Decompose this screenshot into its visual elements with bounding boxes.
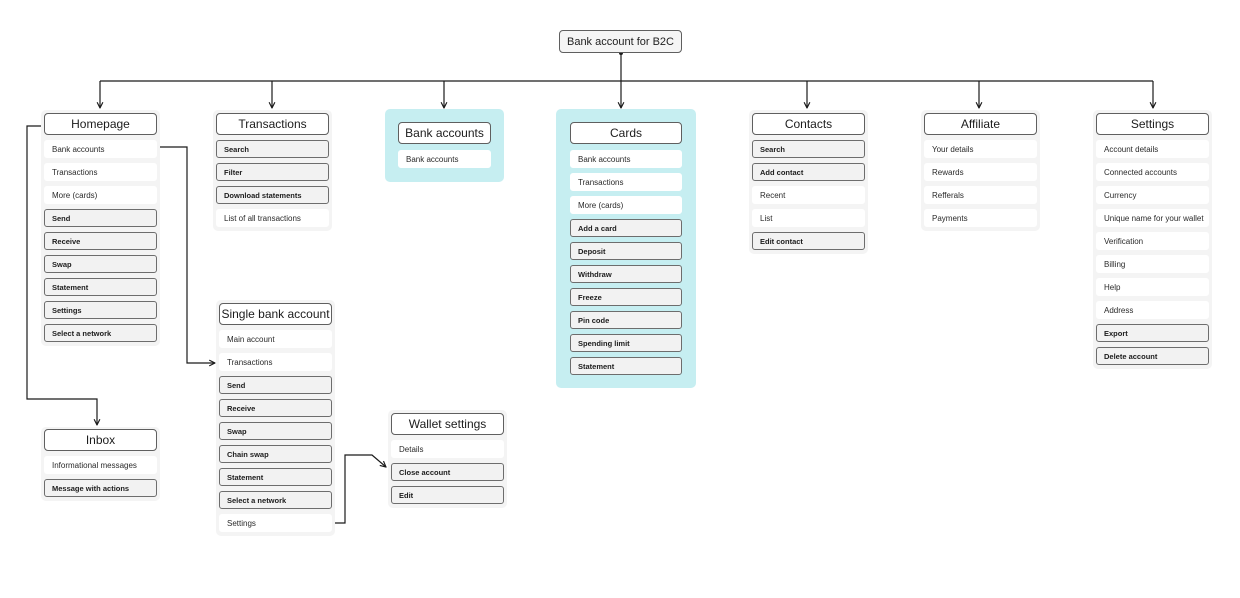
contacts-header[interactable]: Contacts xyxy=(752,113,865,135)
list-item[interactable]: Main account xyxy=(219,330,332,348)
action-item[interactable]: Statement xyxy=(44,278,157,296)
inbox-header[interactable]: Inbox xyxy=(44,429,157,451)
transactions-header[interactable]: Transactions xyxy=(216,113,329,135)
list-item[interactable]: Billing xyxy=(1096,255,1209,273)
single-bank-account-header[interactable]: Single bank account xyxy=(219,303,332,325)
action-item[interactable]: Message with actions xyxy=(44,479,157,497)
settings-header[interactable]: Settings xyxy=(1096,113,1209,135)
list-item[interactable]: Bank accounts xyxy=(570,150,682,168)
action-item[interactable]: Swap xyxy=(219,422,332,440)
action-item[interactable]: Select a network xyxy=(219,491,332,509)
action-item[interactable]: Settings xyxy=(44,301,157,319)
list-item[interactable]: List of all transactions xyxy=(216,209,329,227)
action-item[interactable]: Receive xyxy=(219,399,332,417)
action-item[interactable]: Select a network xyxy=(44,324,157,342)
list-item[interactable]: Connected accounts xyxy=(1096,163,1209,181)
list-item[interactable]: Account details xyxy=(1096,140,1209,158)
list-item[interactable]: List xyxy=(752,209,865,227)
action-item[interactable]: Chain swap xyxy=(219,445,332,463)
list-item[interactable]: Recent xyxy=(752,186,865,204)
wallet-settings-header[interactable]: Wallet settings xyxy=(391,413,504,435)
action-item[interactable]: Search xyxy=(752,140,865,158)
bank-accounts-header[interactable]: Bank accounts xyxy=(398,122,491,144)
list-item[interactable]: More (cards) xyxy=(44,186,157,204)
action-item[interactable]: Close account xyxy=(391,463,504,481)
action-item[interactable]: Send xyxy=(219,376,332,394)
list-item[interactable]: Transactions xyxy=(44,163,157,181)
action-item[interactable]: Deposit xyxy=(570,242,682,260)
list-item[interactable]: Help xyxy=(1096,278,1209,296)
list-item[interactable]: Rewards xyxy=(924,163,1037,181)
action-item[interactable]: Export xyxy=(1096,324,1209,342)
action-item[interactable]: Freeze xyxy=(570,288,682,306)
action-item[interactable]: Statement xyxy=(570,357,682,375)
action-item[interactable]: Statement xyxy=(219,468,332,486)
action-item[interactable]: Search xyxy=(216,140,329,158)
action-item[interactable]: Withdraw xyxy=(570,265,682,283)
list-item[interactable]: Currency xyxy=(1096,186,1209,204)
action-item[interactable]: Spending limit xyxy=(570,334,682,352)
list-item[interactable]: Payments xyxy=(924,209,1037,227)
list-item[interactable]: Bank accounts xyxy=(398,150,491,168)
cards-header[interactable]: Cards xyxy=(570,122,682,144)
action-item[interactable]: Pin code xyxy=(570,311,682,329)
list-item[interactable]: Settings xyxy=(219,514,332,532)
action-item[interactable]: Add contact xyxy=(752,163,865,181)
action-item[interactable]: Filter xyxy=(216,163,329,181)
list-item[interactable]: Address xyxy=(1096,301,1209,319)
action-item[interactable]: Swap xyxy=(44,255,157,273)
list-item[interactable]: Bank accounts xyxy=(44,140,157,158)
root-node[interactable]: Bank account for B2C xyxy=(559,30,682,53)
action-item[interactable]: Send xyxy=(44,209,157,227)
affiliate-header[interactable]: Affiliate xyxy=(924,113,1037,135)
homepage-header[interactable]: Homepage xyxy=(44,113,157,135)
action-item[interactable]: Download statements xyxy=(216,186,329,204)
list-item[interactable]: Transactions xyxy=(570,173,682,191)
action-item[interactable]: Edit contact xyxy=(752,232,865,250)
list-item[interactable]: Details xyxy=(391,440,504,458)
edge-bankaccounts-to-single xyxy=(158,146,215,363)
list-item[interactable]: Informational messages xyxy=(44,456,157,474)
action-item[interactable]: Add a card xyxy=(570,219,682,237)
action-item[interactable]: Receive xyxy=(44,232,157,250)
list-item[interactable]: Transactions xyxy=(219,353,332,371)
action-item[interactable]: Delete account xyxy=(1096,347,1209,365)
list-item[interactable]: Unique name for your wallet xyxy=(1096,209,1209,227)
action-item[interactable]: Edit xyxy=(391,486,504,504)
list-item[interactable]: Verification xyxy=(1096,232,1209,250)
list-item[interactable]: Refferals xyxy=(924,186,1037,204)
list-item[interactable]: More (cards) xyxy=(570,196,682,214)
list-item[interactable]: Your details xyxy=(924,140,1037,158)
edge-settings-to-wallet xyxy=(333,454,386,524)
